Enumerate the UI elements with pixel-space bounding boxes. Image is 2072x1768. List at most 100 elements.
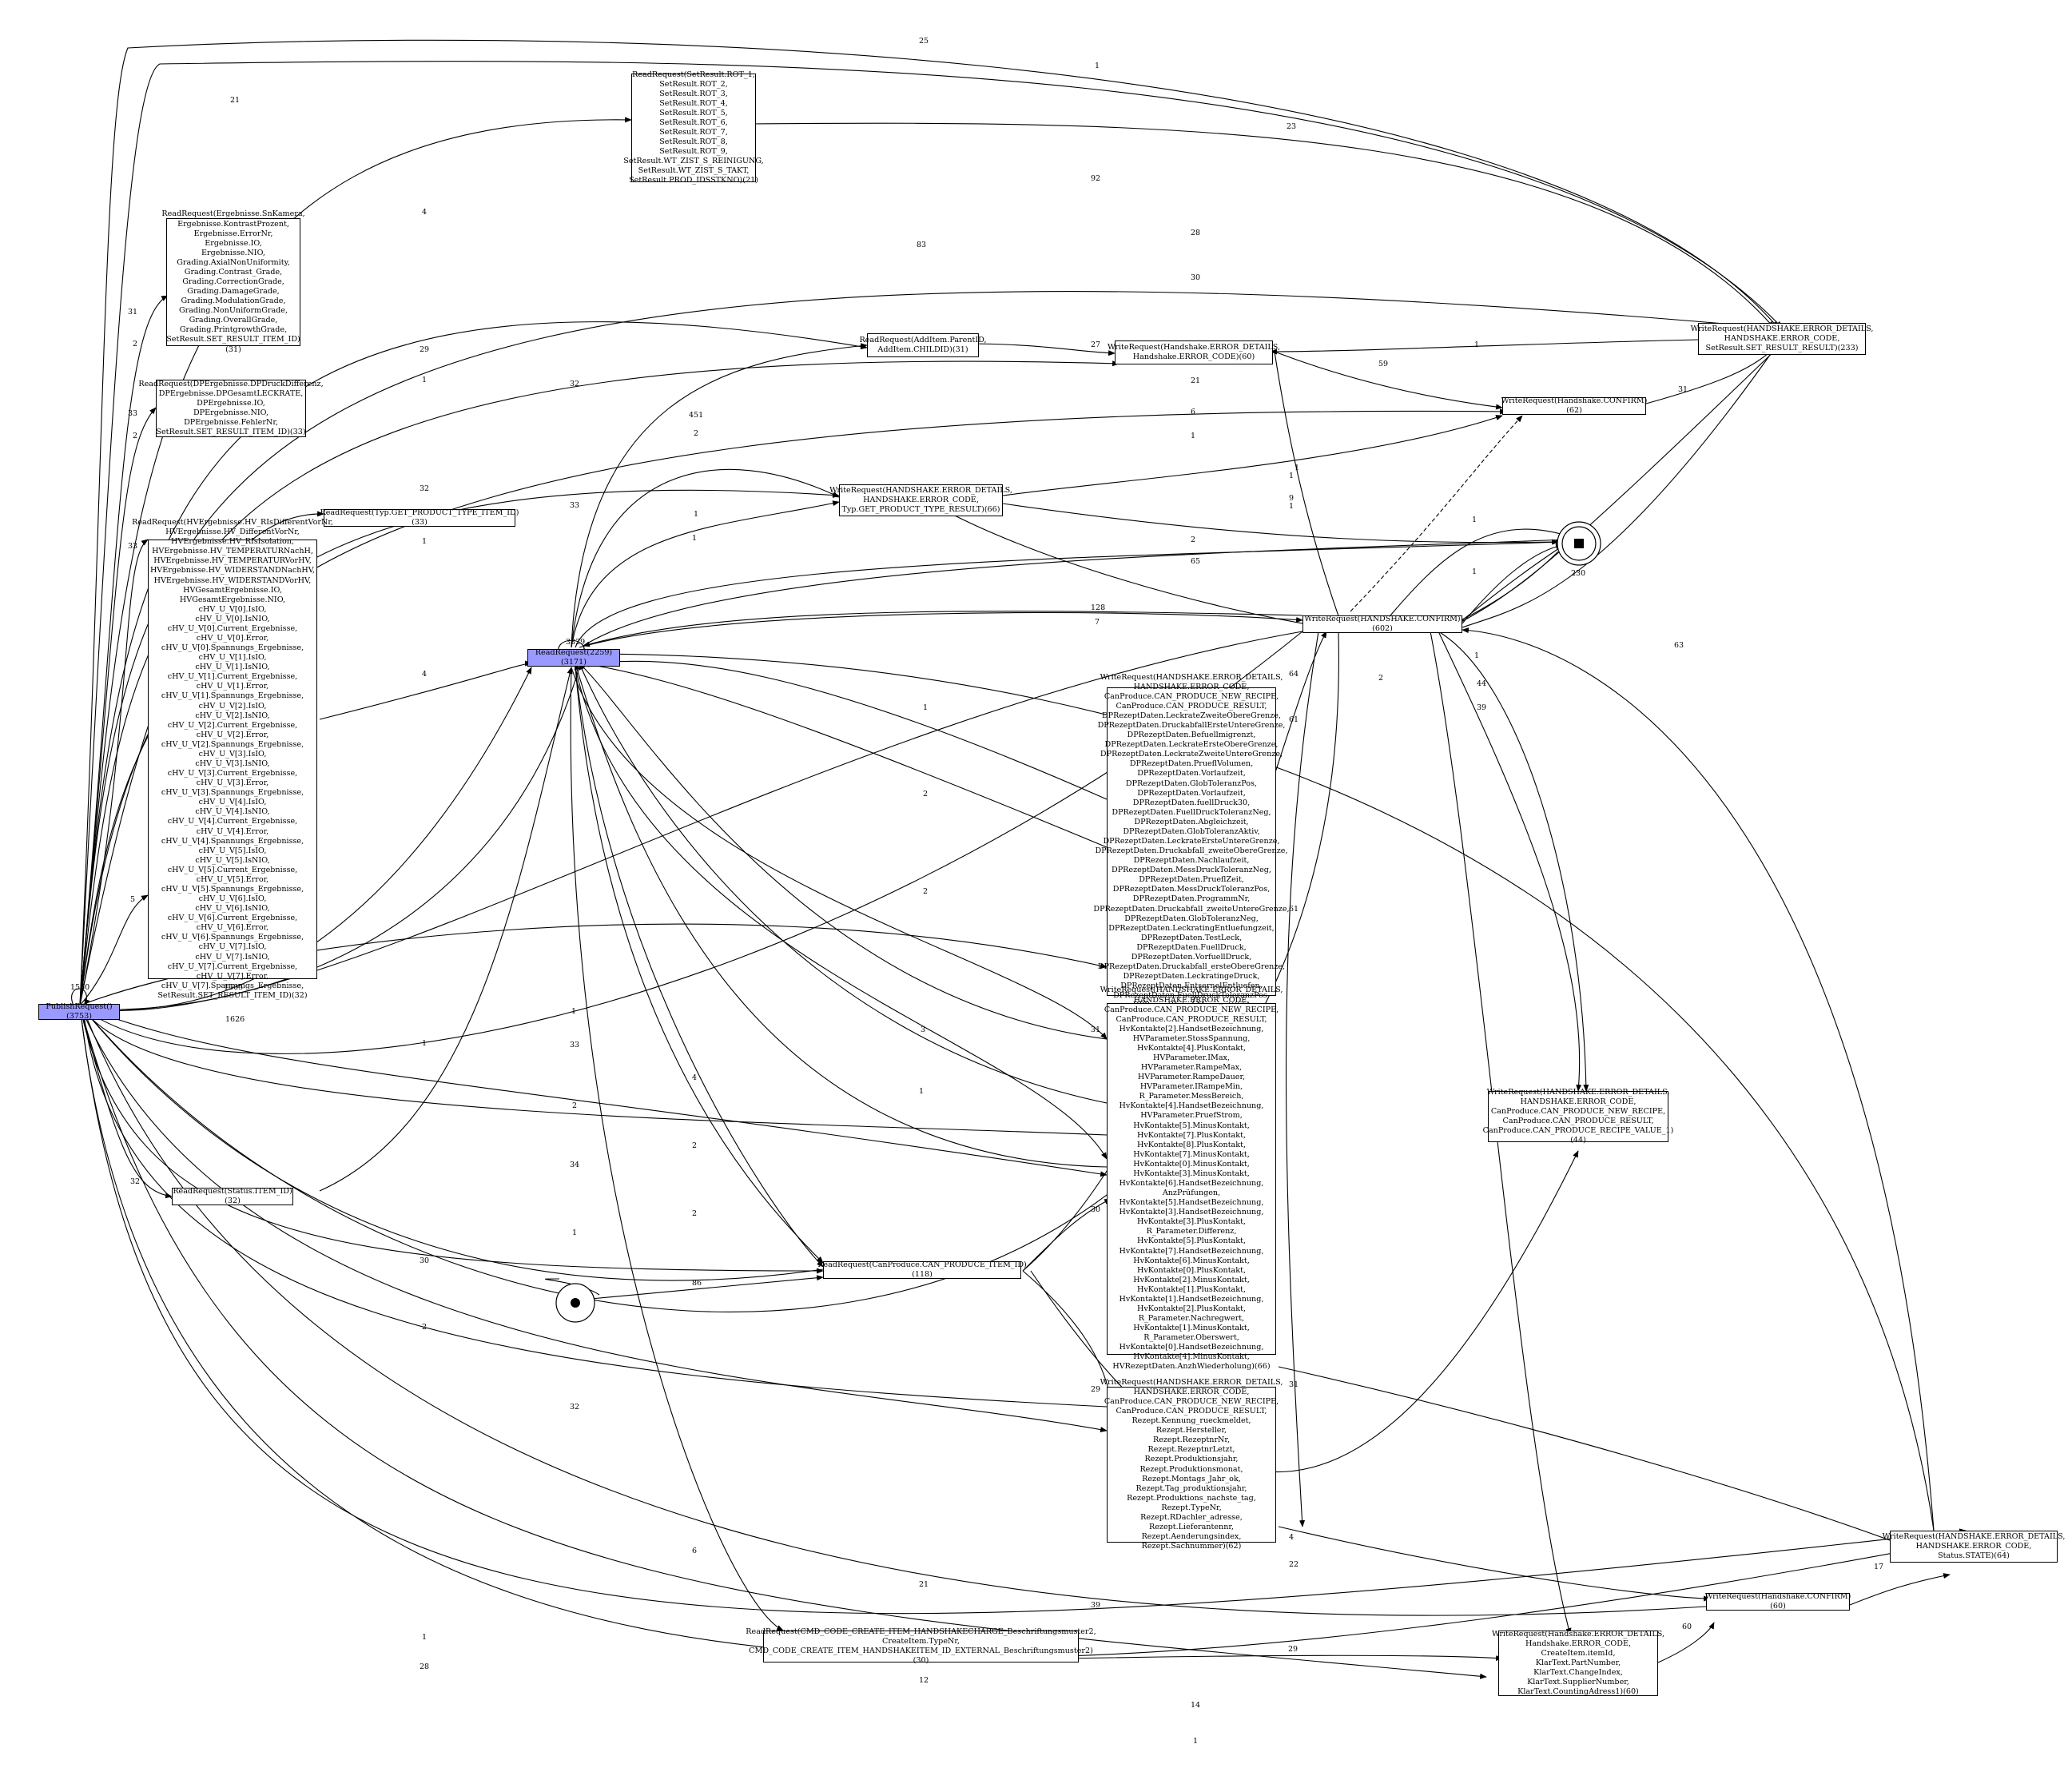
edge-label: 17 bbox=[1874, 1563, 1884, 1571]
edge-label: 2 bbox=[133, 432, 138, 440]
edge-label: 1 bbox=[1289, 502, 1295, 511]
edge-label: 1 bbox=[422, 1633, 428, 1642]
end-node bbox=[1557, 521, 1601, 566]
edge-label: 1 bbox=[694, 510, 699, 519]
edge-label: 83 bbox=[917, 241, 927, 249]
edge-label: 1 bbox=[422, 537, 428, 546]
edges bbox=[71, 39, 1967, 1679]
node-write-handshake-confirm60[interactable]: WriteRequest(Handshake.CONFIRM)(60) bbox=[1704, 1591, 1851, 1611]
edge-label: 60 bbox=[1682, 1623, 1692, 1631]
node-read-ergebnisse[interactable]: ReadRequest(Ergebnisse.SnKamera, Ergebni… bbox=[161, 209, 305, 354]
edge-label: 21 bbox=[919, 1580, 929, 1589]
edge-label: 22 bbox=[1289, 1560, 1299, 1569]
edge-label: 2 bbox=[692, 1141, 698, 1150]
node-publish-request[interactable]: PublishRequest()(3753) bbox=[38, 1001, 120, 1021]
edge-label: 6 bbox=[1191, 408, 1196, 416]
edge-label: 30 bbox=[1191, 273, 1201, 282]
edge-label: 1 bbox=[1472, 567, 1477, 576]
edge-label: 65 bbox=[1191, 557, 1201, 566]
node-write-handshake-create[interactable]: WriteRequest(Handshake.ERROR_DETAILS, Ha… bbox=[1491, 1629, 1665, 1697]
edge-label: 30 bbox=[1091, 1205, 1101, 1214]
node-read-setresult[interactable]: ReadRequest(SetResult.ROT_1, SetResult.R… bbox=[623, 70, 764, 185]
edge-label: 1505 bbox=[224, 983, 244, 992]
edge-label: 29 bbox=[1091, 1385, 1101, 1394]
edge-label: 1 bbox=[1193, 1737, 1199, 1746]
node-write-recipe-values[interactable]: WriteRequest(HANDSHAKE.ERROR_DETAILS, HA… bbox=[1482, 1087, 1674, 1145]
edge-label: 1580 bbox=[70, 983, 90, 992]
edge-label: 4 bbox=[422, 670, 428, 679]
edge-label: 31 bbox=[1678, 385, 1688, 394]
node-read-can[interactable]: ReadRequest(CanProduce.CAN_PRODUCE_ITEM_… bbox=[817, 1260, 1027, 1279]
node-write-typ[interactable]: WriteRequest(HANDSHAKE.ERROR_DETAILS, HA… bbox=[829, 484, 1012, 516]
edge-label: 31 bbox=[1289, 1380, 1299, 1389]
edge-label: 28 bbox=[420, 1662, 430, 1671]
edge-publish-self bbox=[71, 988, 90, 1006]
node-write-hv-recipe[interactable]: WriteRequest(HANDSHAKE.ERROR_DETAILS, HA… bbox=[1100, 986, 1283, 1372]
node-read-cmd[interactable]: ReadRequest(CMD_CODE_CREATE_ITEM_HANDSHA… bbox=[746, 1627, 1096, 1666]
edge-label: 86 bbox=[692, 1279, 702, 1288]
node-read-additem[interactable]: ReadRequest(AddItem.ParentID, AddItem.CH… bbox=[859, 333, 987, 357]
node-write-dp-recipe[interactable]: WriteRequest(HANDSHAKE.ERROR_DETAILS, HA… bbox=[1093, 672, 1290, 1010]
edge-label: 29 bbox=[1288, 1645, 1298, 1654]
edge-label: 1 bbox=[422, 376, 428, 384]
edge-label: 2 bbox=[133, 340, 138, 348]
node-read-request-main[interactable]: ReadRequest(2259)(3171) bbox=[527, 648, 620, 667]
start-node bbox=[555, 1283, 595, 1323]
edge-label: 44 bbox=[1477, 679, 1487, 688]
edge-label: 2 bbox=[923, 887, 929, 896]
edge-label: 31 bbox=[128, 308, 138, 317]
edge-label: 4 bbox=[692, 1073, 698, 1082]
edge-label: 2 bbox=[1191, 536, 1196, 544]
edge-label: 3329 bbox=[566, 638, 586, 647]
edge-label: 4 bbox=[422, 208, 428, 217]
node-write-rezept[interactable]: WriteRequest(HANDSHAKE.ERROR_DETAILS, HA… bbox=[1100, 1377, 1283, 1551]
node-read-status[interactable]: ReadRequest(Status.ITEM_ID)(32) bbox=[172, 1186, 293, 1205]
edge-label: 30 bbox=[420, 1256, 430, 1265]
edge-label: 63 bbox=[1674, 641, 1684, 650]
edge-label: 2 bbox=[923, 790, 929, 798]
edge-label: 59 bbox=[1378, 360, 1389, 368]
edge-label: 31 bbox=[1091, 1025, 1101, 1034]
edge-label: 21 bbox=[230, 96, 241, 105]
edge-label: 2 bbox=[694, 429, 699, 438]
edge-label: 92 bbox=[1091, 174, 1101, 183]
edge-label: 39 bbox=[1477, 703, 1487, 712]
node-publish-label: PublishRequest()(3753) bbox=[46, 1001, 113, 1021]
edge-label: 25 bbox=[919, 37, 929, 46]
edge-label: 5 bbox=[130, 895, 136, 904]
edge-label: 1 bbox=[692, 534, 698, 543]
node-write-handshake-confirm62[interactable]: WriteRequest(Handshake.CONFIRM)(62) bbox=[1501, 396, 1648, 415]
edge-label: 33 bbox=[570, 1041, 580, 1049]
node-read-hv[interactable]: ReadRequest(HVErgebnisse.HV_RIsDifferent… bbox=[132, 518, 333, 1000]
edge-label: 34 bbox=[570, 1161, 580, 1169]
edge-label: 1 bbox=[1191, 432, 1196, 440]
edge-label: 39 bbox=[1091, 1601, 1101, 1610]
edge-label: 1 bbox=[572, 1228, 578, 1237]
edge-label: 1 bbox=[1289, 472, 1295, 480]
node-read-typ[interactable]: ReadRequest(Typ.GET_PRODUCT_TYPE_ITEM_ID… bbox=[320, 508, 519, 527]
edge-label: 1 bbox=[1095, 62, 1100, 70]
edge-label: 29 bbox=[420, 345, 430, 354]
edge-label: 1 bbox=[1474, 340, 1480, 349]
edge-label: 61 bbox=[1289, 905, 1299, 914]
node-write-confirm602[interactable]: WriteRequest(HANDSHAKE.CONFIRM)(602) bbox=[1302, 615, 1462, 633]
edge-label: 28 bbox=[1191, 229, 1201, 237]
edge-label: 7 bbox=[1095, 618, 1100, 627]
node-write-setresult[interactable]: WriteRequest(HANDSHAKE.ERROR_DETAILS, HA… bbox=[1691, 323, 1873, 355]
edge-label: 33 bbox=[570, 501, 580, 510]
edge-label: 12 bbox=[919, 1676, 929, 1685]
node-read-dp[interactable]: ReadRequest(DPErgebnisse.DPDruckDifferen… bbox=[138, 379, 324, 437]
edge-label: 2 bbox=[422, 1323, 428, 1332]
edge-label: 33 bbox=[128, 409, 138, 418]
edge-label: 3 bbox=[921, 1025, 926, 1034]
edge-label: 1 bbox=[571, 1007, 577, 1016]
edge-label: 1 bbox=[422, 1039, 428, 1048]
node-write-status[interactable]: WriteRequest(HANDSHAKE.ERROR_DETAILS, HA… bbox=[1883, 1531, 2065, 1563]
edge-label: 4 bbox=[1289, 1533, 1295, 1542]
edge-label: 9 bbox=[1289, 494, 1295, 503]
edge-label: 1 bbox=[919, 1087, 925, 1096]
edge-label: 2 bbox=[1378, 674, 1384, 683]
edge-label: 2 bbox=[692, 1209, 698, 1218]
edge-label: 61 bbox=[1289, 715, 1299, 724]
node-write-handshake-error60[interactable]: WriteRequest(Handshake.ERROR_DETAILS, Ha… bbox=[1108, 340, 1280, 364]
